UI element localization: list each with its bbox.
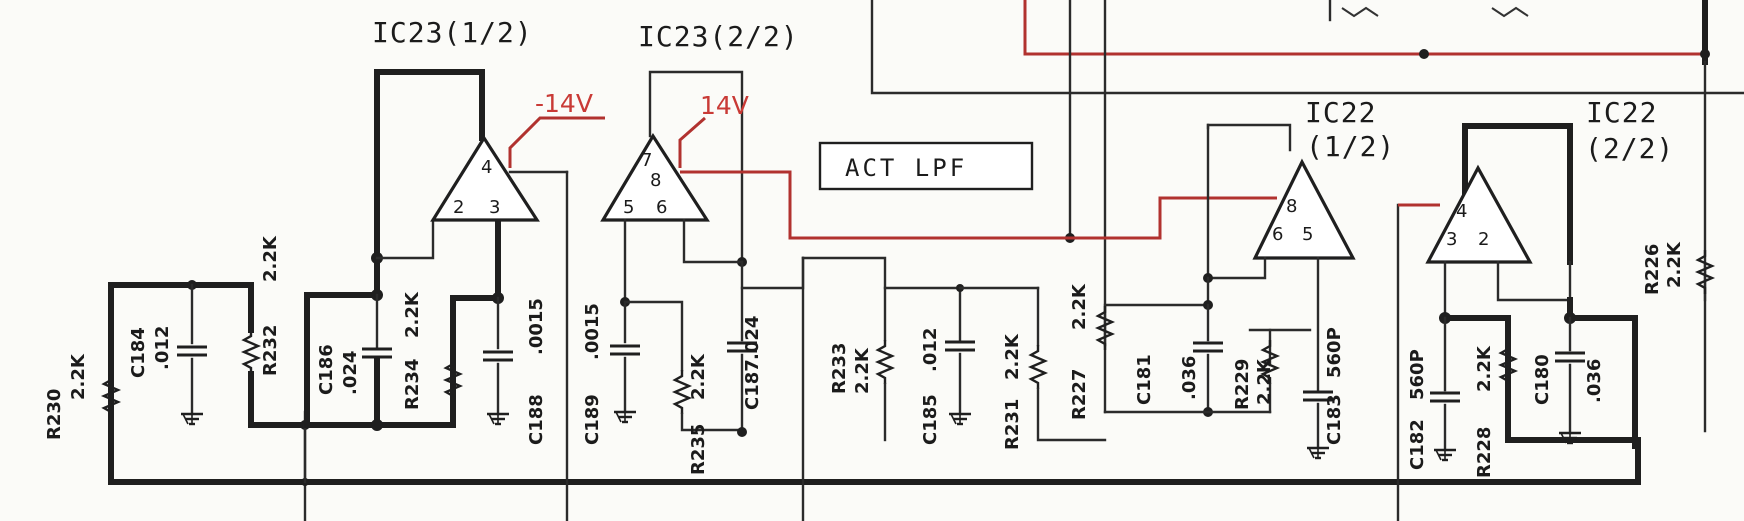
- c188-label: C188: [526, 394, 547, 445]
- c186-label: C186: [316, 344, 337, 395]
- ic23a-pin-out: 4: [481, 157, 492, 178]
- r233-label: R233: [829, 343, 850, 394]
- ic22b-pin-2: 2: [1478, 229, 1489, 250]
- stage-3-middle: R233 2.2K C185 .012 R231 2.2K: [801, 256, 1107, 450]
- upper-frame: [870, 0, 1744, 433]
- r231-label: R231: [1002, 399, 1023, 450]
- c188-value: .0015: [526, 298, 547, 355]
- c181-label: C181: [1134, 354, 1155, 405]
- ic23a-pin-in-a: 2: [453, 197, 464, 218]
- stage-1-labels: R230 2.2K C184 .012 R232 2.2K: [44, 235, 281, 440]
- ic22a-pin-6: 6: [1272, 224, 1283, 245]
- ic23b-label: IC23(2/2): [638, 20, 799, 53]
- act-lpf-label: ACT LPF: [845, 154, 967, 182]
- c189-label: C189: [582, 394, 603, 445]
- act-lpf-box: ACT LPF: [818, 141, 1034, 191]
- r232-value: 2.2K: [260, 235, 281, 282]
- r230-value: 2.2K: [68, 353, 89, 400]
- ic22b-label-1: IC22: [1586, 96, 1657, 129]
- c180-label: C180: [1532, 354, 1553, 405]
- ic23a-supply: -14V: [535, 89, 593, 118]
- c187-value: .024: [742, 316, 763, 360]
- ic23b-supply: 14V: [700, 91, 749, 120]
- c182-label: C182: [1407, 419, 1428, 470]
- r227-label: R227: [1069, 369, 1090, 420]
- ic23a-opamp: [430, 135, 540, 222]
- ic23b-pin-7: 7: [641, 150, 652, 171]
- c184-label: C184: [128, 327, 149, 378]
- bottom-bus: [108, 170, 1641, 521]
- ic22b-stage: IC22 (2/2) 4 3 2 C182 560P R228 2.2K C18…: [1398, 96, 1714, 478]
- c186-value: .024: [340, 351, 361, 395]
- c185-label: C185: [920, 394, 941, 445]
- stage-1-input: [102, 280, 421, 484]
- r229-value: 2.2K: [1254, 358, 1275, 405]
- r226-label: R226: [1642, 244, 1663, 295]
- c185-value: .012: [920, 328, 941, 372]
- ic23b-pin-5: 5: [623, 197, 634, 218]
- r234-label: R234: [402, 359, 423, 410]
- c187-label: C187: [742, 359, 763, 410]
- r231-value: 2.2K: [1002, 333, 1023, 380]
- c182-value: 560P: [1407, 349, 1428, 400]
- ic23b-opamp: [600, 132, 710, 222]
- r230-label: R230: [44, 389, 65, 440]
- ic23b-pin-6: 6: [656, 197, 667, 218]
- r228-value: 2.2K: [1474, 345, 1495, 392]
- c180-value: .036: [1584, 359, 1605, 403]
- ic22a-label-1: IC22: [1305, 96, 1376, 129]
- ic22b-pin-4: 4: [1456, 201, 1467, 222]
- ic22a-pin-8: 8: [1286, 196, 1297, 217]
- c183-value: 560P: [1324, 327, 1345, 378]
- ic23b-pin-8: 8: [650, 170, 661, 191]
- ic22a-label-2: (1/2): [1306, 130, 1395, 163]
- c183-label: C183: [1324, 394, 1345, 445]
- r235-label: R235: [688, 424, 709, 475]
- ic22a-pin-5: 5: [1302, 224, 1313, 245]
- ic23a-pin-in-b: 3: [489, 197, 500, 218]
- ic22b-pin-3: 3: [1446, 229, 1457, 250]
- r232-label: R232: [260, 325, 281, 376]
- ic23a-label: IC23(1/2): [372, 16, 533, 49]
- ic22a-stage: IC22 (1/2) 8 6 5 R227 2.2K C181 .036 R22…: [1069, 96, 1395, 460]
- r226-value: 2.2K: [1664, 241, 1685, 288]
- c184-value: .012: [152, 326, 173, 370]
- r229-label: R229: [1232, 359, 1253, 410]
- r233-value: 2.2K: [852, 347, 873, 394]
- r234-value: 2.2K: [402, 291, 423, 338]
- ic22b-opamp: [1425, 164, 1533, 264]
- c181-value: .036: [1179, 356, 1200, 400]
- ic23b-stage: IC23(2/2) 14V 7 8 5 6 C189 .0015 R235 2.…: [582, 20, 1070, 475]
- ic22a-opamp: [1252, 158, 1356, 260]
- ic23-stage: IC23(1/2) -14V 4 2 3 C186 .024 R234 2.2K…: [304, 16, 605, 445]
- r228-label: R228: [1474, 427, 1495, 478]
- c189-value: .0015: [582, 303, 603, 360]
- r235-value: 2.2K: [688, 353, 709, 400]
- r227-value: 2.2K: [1069, 283, 1090, 330]
- ic22b-label-2: (2/2): [1585, 132, 1674, 165]
